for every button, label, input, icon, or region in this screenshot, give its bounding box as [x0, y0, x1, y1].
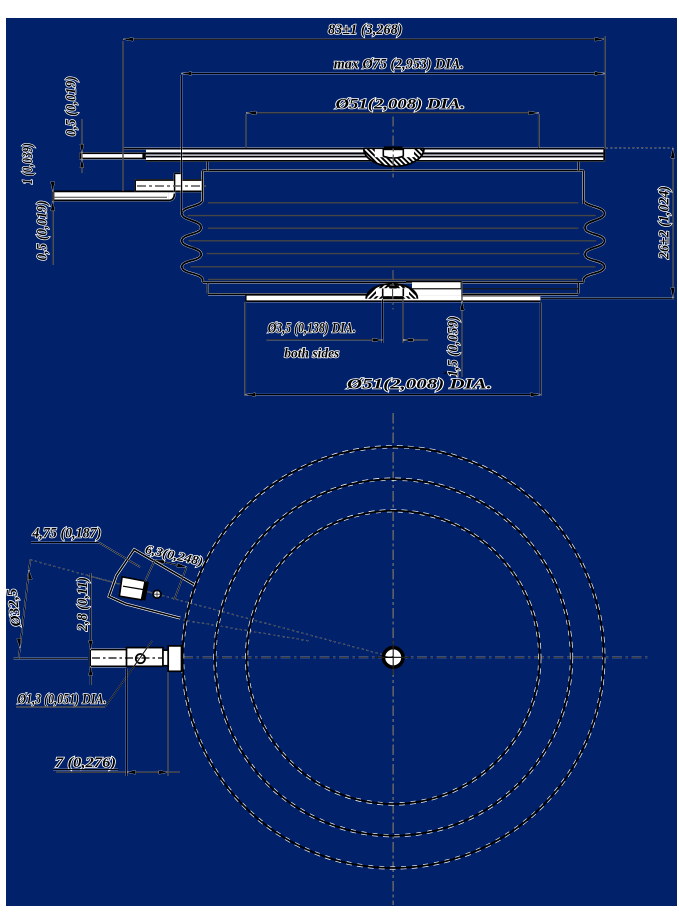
- svg-text:Ø51(2,008) DIA.: Ø51(2,008) DIA.: [334, 97, 465, 113]
- svg-text:83±1 (3,268): 83±1 (3,268): [328, 22, 403, 38]
- svg-text:0,5 (0,019): 0,5 (0,019): [35, 201, 51, 261]
- svg-text:both sides: both sides: [284, 346, 339, 361]
- svg-text:Ø1,3 (0,051) DIA.: Ø1,3 (0,051) DIA.: [17, 692, 107, 708]
- svg-text:Ø51(2,008) DIA.: Ø51(2,008) DIA.: [346, 377, 492, 393]
- svg-text:max Ø75 (2,953) DIA.: max Ø75 (2,953) DIA.: [334, 57, 464, 73]
- svg-text:7 (0,276): 7 (0,276): [55, 755, 116, 771]
- svg-text:1 (0,039): 1 (0,039): [20, 143, 36, 185]
- svg-text:1,5 (0,059): 1,5 (0,059): [446, 316, 462, 377]
- svg-text:26±2 (1,024): 26±2 (1,024): [656, 186, 672, 260]
- svg-text:Ø32,5: Ø32,5: [4, 588, 24, 629]
- svg-text:0,5 (0,019): 0,5 (0,019): [64, 76, 80, 136]
- svg-text:Ø3,5 (0,138) DIA.: Ø3,5 (0,138) DIA.: [267, 321, 356, 337]
- svg-text:4,75 (0,187): 4,75 (0,187): [31, 526, 101, 542]
- svg-text:2,8 (0,11): 2,8 (0,11): [75, 577, 91, 632]
